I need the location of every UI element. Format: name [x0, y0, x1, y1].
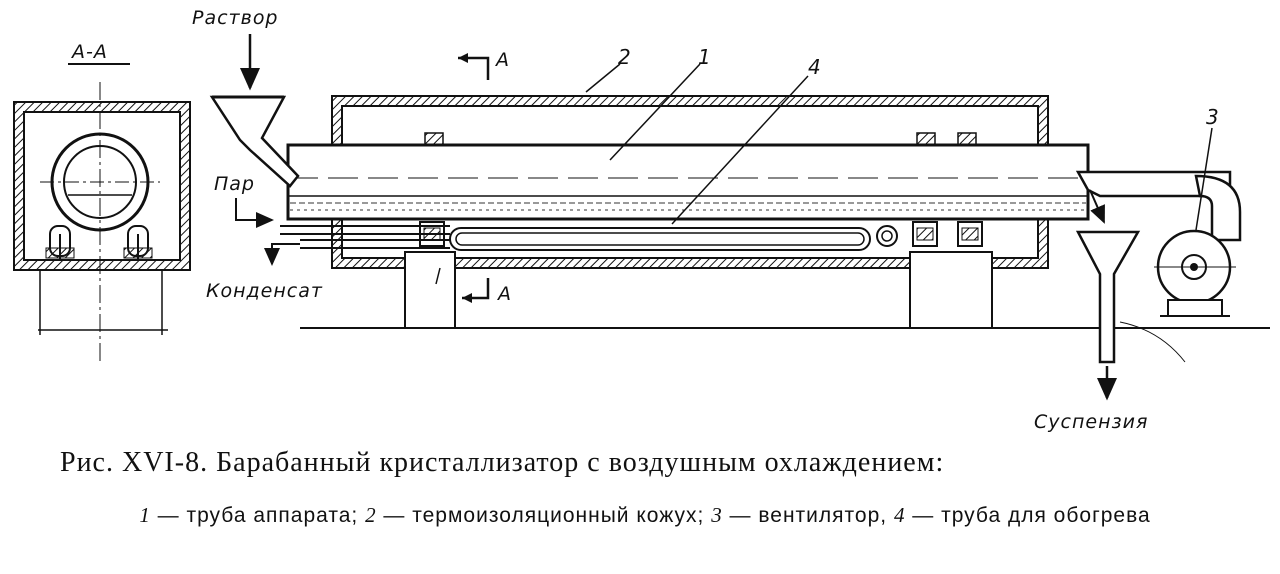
support-roller-right-b — [957, 221, 983, 247]
callout-2: 2 — [618, 45, 631, 69]
label-condensate: Конденсат — [206, 280, 323, 302]
cut-marker-bottom: А — [462, 278, 512, 305]
support-roller-left — [419, 221, 445, 247]
callout-4: 4 — [808, 55, 821, 79]
figure-caption-title: Рис. XVI-8. Барабанный кристаллизатор с … — [60, 447, 945, 478]
steam-arrow — [235, 198, 274, 228]
fan — [1154, 174, 1242, 317]
feed-funnel — [209, 95, 300, 188]
legend-text-2: — термоизоляционный кожух; — [376, 504, 712, 527]
section-roller-left — [45, 225, 75, 260]
callout-3: 3 — [1206, 105, 1219, 129]
legend-num-2: 2 — [365, 503, 377, 527]
figure-caption-legend: 1 — труба аппарата; 2 — термоизоляционны… — [40, 503, 1250, 528]
section-housing — [13, 101, 191, 271]
legend-num-1: 1 — [139, 503, 151, 527]
cut-marker-top: А — [458, 49, 510, 80]
discharge-funnel — [1075, 230, 1186, 364]
label-steam: Пар — [214, 173, 255, 195]
legend-text-1: — труба аппарата; — [150, 504, 366, 527]
callout-1: 1 — [698, 45, 711, 69]
legend-num-4: 4 — [893, 503, 906, 527]
condensate-arrow — [264, 243, 300, 266]
legend-text-3: — вентилятор, — [722, 504, 894, 527]
apparatus-drum — [286, 143, 1090, 221]
label-suspension: Суспензия — [1034, 411, 1148, 433]
section-view: А-А — [13, 41, 191, 365]
support-roller-right-a — [912, 221, 938, 247]
hood-to-funnel-arrow — [1089, 189, 1105, 224]
heating-coil — [280, 225, 898, 251]
main-view: А А Раствор Пар Конденсат Суспензия 2 1 … — [192, 7, 1270, 433]
support-pedestal-right — [909, 251, 993, 329]
legend-num-3: 3 — [711, 503, 723, 527]
section-label: А-А — [70, 41, 108, 63]
svg-text:А: А — [496, 283, 512, 305]
support-pedestal-left — [404, 251, 456, 329]
label-solution: Раствор — [192, 7, 279, 29]
svg-text:А: А — [494, 49, 510, 71]
section-roller-right — [123, 225, 153, 260]
legend-text-4: — труба для обогрева — [905, 504, 1151, 527]
